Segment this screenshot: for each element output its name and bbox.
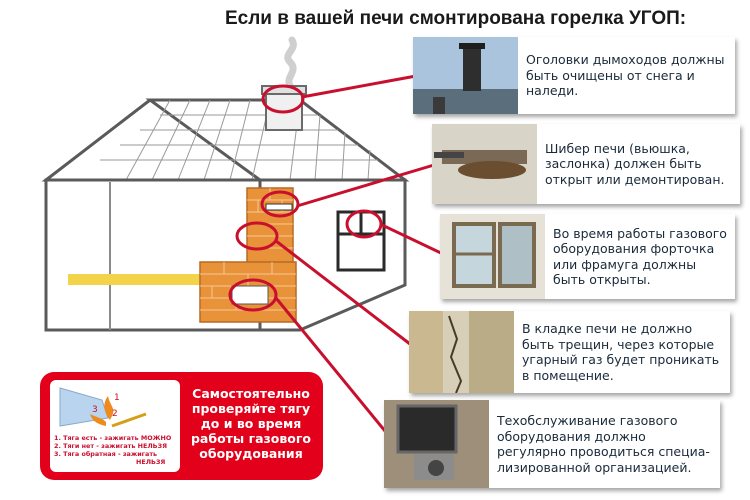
- mark-2: 2: [112, 409, 118, 419]
- info-card-damper: Шибер печи (вьюшка, заслонка) должен быт…: [432, 124, 740, 204]
- info-card-chimney: Оголовки дымоходов должны быть очищены о…: [413, 37, 735, 114]
- draft-check-notice: 1 2 3 1. Тяга есть - зажигать МОЖНО 2. Т…: [40, 372, 323, 480]
- instruction-2: 2. Тяги нет - зажигать НЕЛЬЗЯ: [54, 442, 167, 450]
- brick-stove: [199, 187, 297, 323]
- info-card-cracks: В кладке печи не должно быть трещин, чер…: [409, 311, 730, 393]
- instruction-3-end: НЕЛЬЗЯ: [136, 458, 166, 466]
- smoke: [284, 36, 297, 92]
- crack-ring: [235, 221, 279, 251]
- notice-message: Самостоятельно проверяйте тягу до и во в…: [190, 386, 312, 461]
- instruction-1: 1. Тяга есть - зажигать МОЖНО: [54, 434, 172, 442]
- equipment-ring: [228, 278, 278, 312]
- chimney-photo: [413, 37, 518, 114]
- card-text: В кладке печи не должно быть трещин, чер…: [522, 321, 720, 383]
- card-text: Техобслуживание газового оборудования до…: [497, 413, 710, 475]
- chimney-ring: [261, 84, 305, 114]
- window-photo: [440, 214, 545, 299]
- card-text: Шибер печи (вьюшка, заслонка) должен быт…: [545, 140, 725, 187]
- gas-pipe: [68, 274, 202, 285]
- mark-1: 1: [114, 393, 120, 403]
- draft-instructions: 1. Тяга есть - зажигать МОЖНО 2. Тяги не…: [54, 434, 171, 466]
- info-card-window: Во время работы газового оборудования фо…: [440, 214, 735, 299]
- instruction-3: 3. Тяга обратная - зажигать: [54, 450, 158, 458]
- card-text: Оголовки дымоходов должны быть очищены о…: [526, 52, 725, 99]
- info-card-maintenance: Техобслуживание газового оборудования до…: [384, 400, 720, 488]
- gas-equipment-photo: [384, 400, 489, 488]
- damper-photo: [432, 124, 537, 204]
- cracked-wall-photo: [409, 311, 514, 393]
- draft-test-illustration: 1 2 3: [50, 380, 180, 472]
- page-title: Если в вашей печи смонтирована горелка У…: [225, 8, 687, 29]
- damper-ring: [260, 190, 300, 218]
- mark-3: 3: [92, 405, 98, 415]
- card-text: Во время работы газового оборудования фо…: [553, 225, 727, 288]
